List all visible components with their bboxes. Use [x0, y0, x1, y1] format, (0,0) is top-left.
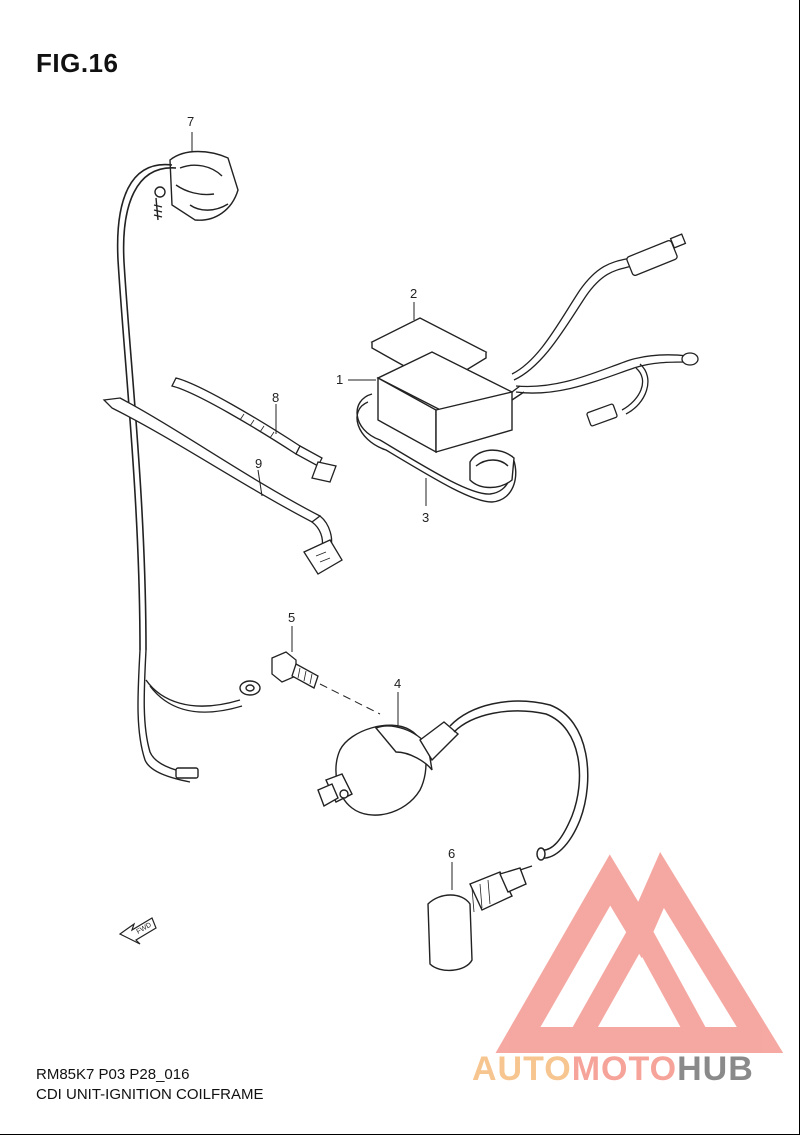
callout-4: 4 [394, 676, 401, 691]
fwd-direction-arrow-icon: FWD [118, 917, 157, 945]
part-4-ignition-coil [317, 721, 460, 816]
watermark-hub: HUB [677, 1050, 754, 1088]
part-3-cdi-rubber-band [356, 393, 517, 503]
callout-9: 9 [255, 456, 262, 471]
callout-5: 5 [288, 610, 295, 625]
high-tension-lead [449, 700, 589, 861]
cdi-wiring-harness [511, 233, 699, 427]
watermark-auto: AUTO [472, 1050, 572, 1088]
bolt-axis-dashed-line [319, 683, 381, 715]
watermark-moto: MOTO [571, 1050, 678, 1088]
part-6-spark-plug-cap [427, 865, 533, 971]
callout-1: 1 [336, 372, 343, 387]
part-7-pickup-coil [116, 150, 261, 783]
callout-7: 7 [187, 114, 194, 129]
callout-3: 3 [422, 510, 429, 525]
watermark-logo-icon [495, 852, 784, 1053]
diagram-caption: CDI UNIT-IGNITION COILFRAME [36, 1086, 264, 1103]
part-5-bolt [271, 651, 319, 689]
callout-leader-9 [257, 469, 263, 497]
part-1-cdi-unit [376, 351, 525, 454]
figure-title: FIG.16 [36, 48, 119, 78]
callout-8: 8 [272, 390, 279, 405]
part-8-cable-tie [171, 377, 337, 483]
watermark-text: AUTOMOTOHUB [472, 1050, 754, 1089]
model-code: RM85K7 P03 P28_016 [36, 1066, 190, 1083]
callout-6: 6 [448, 846, 455, 861]
callout-2: 2 [410, 286, 417, 301]
part-9-cable-tie-clip [102, 397, 343, 575]
